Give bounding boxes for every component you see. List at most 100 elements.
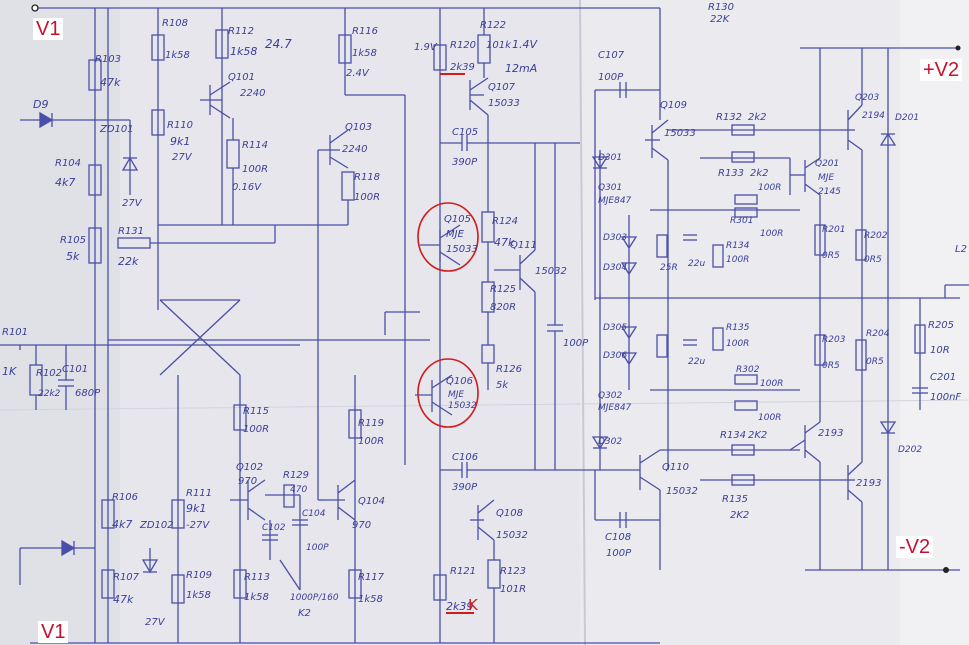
svg-text:22u: 22u (688, 259, 705, 269)
svg-text:47k: 47k (494, 236, 515, 249)
svg-text:390P: 390P (452, 157, 478, 168)
svg-text:1k58: 1k58 (352, 48, 377, 59)
svg-text:820R: 820R (490, 302, 516, 313)
svg-text:970: 970 (238, 476, 257, 487)
svg-text:R122: R122 (480, 20, 506, 31)
svg-text:100R: 100R (758, 183, 781, 193)
component-labels: R103 47k D9 ZD101 R104 4k7 R105 5k R131 … (2, 2, 967, 628)
svg-text:Q111: Q111 (510, 240, 537, 251)
svg-text:R105: R105 (60, 235, 86, 246)
svg-text:R135: R135 (726, 323, 750, 333)
svg-text:D306: D306 (603, 351, 627, 361)
svg-text:R129: R129 (283, 470, 309, 481)
svg-text:Q109: Q109 (660, 100, 687, 111)
svg-text:MJE: MJE (446, 229, 465, 240)
svg-text:0R5: 0R5 (822, 361, 840, 371)
svg-text:9k1: 9k1 (186, 502, 206, 515)
svg-text:15032: 15032 (496, 530, 528, 541)
v2-negative-label: -V2 (896, 536, 934, 558)
svg-text:0R5: 0R5 (822, 251, 840, 261)
svg-text:MJE: MJE (448, 390, 464, 400)
svg-text:R103: R103 (95, 54, 121, 65)
svg-text:Q103: Q103 (345, 122, 372, 133)
svg-text:100P: 100P (563, 338, 589, 349)
wiring (0, 7, 969, 644)
svg-text:100R: 100R (760, 379, 783, 389)
svg-text:C102: C102 (262, 523, 286, 533)
svg-text:R205: R205 (928, 320, 954, 331)
svg-text:Q203: Q203 (855, 93, 880, 103)
svg-text:10R: 10R (930, 345, 950, 356)
svg-text:25R: 25R (660, 263, 678, 273)
svg-text:R112: R112 (228, 26, 254, 37)
svg-text:100nF: 100nF (930, 392, 961, 403)
svg-text:Q105: Q105 (444, 214, 471, 225)
svg-text:C106: C106 (452, 452, 478, 463)
svg-text:R133: R133 (718, 168, 744, 179)
svg-text:Q302: Q302 (598, 391, 623, 401)
svg-text:27V: 27V (172, 152, 193, 163)
svg-text:100R: 100R (358, 436, 384, 447)
svg-text:C108: C108 (605, 532, 631, 543)
svg-text:D202: D202 (898, 445, 922, 455)
svg-text:R113: R113 (244, 572, 270, 583)
svg-text:2240: 2240 (342, 144, 367, 155)
svg-text:R134: R134 (720, 430, 746, 441)
svg-text:C201: C201 (930, 372, 956, 383)
svg-text:680P: 680P (75, 388, 101, 399)
svg-text:101k: 101k (486, 40, 512, 51)
svg-text:R117: R117 (358, 572, 385, 583)
svg-text:22k: 22k (118, 255, 139, 268)
v1-bottom-label: V1 (38, 621, 69, 643)
svg-text:2k39: 2k39 (450, 62, 475, 73)
svg-text:R119: R119 (358, 418, 384, 429)
svg-text:0R5: 0R5 (864, 255, 882, 265)
svg-text:C105: C105 (452, 127, 478, 138)
svg-text:K2: K2 (298, 608, 311, 619)
svg-text:R116: R116 (352, 26, 378, 37)
svg-text:101R: 101R (500, 584, 526, 595)
svg-text:R111: R111 (186, 488, 212, 499)
svg-text:27V: 27V (122, 198, 143, 209)
svg-text:Q106: Q106 (446, 376, 473, 387)
svg-text:100R: 100R (726, 339, 749, 349)
svg-text:Q107: Q107 (488, 82, 516, 93)
svg-text:R131: R131 (118, 226, 144, 237)
svg-text:9k1: 9k1 (170, 135, 190, 148)
svg-text:15033: 15033 (488, 98, 520, 109)
svg-text:C101: C101 (62, 364, 88, 375)
svg-text:ZD102: ZD102 (139, 520, 174, 531)
svg-text:R201: R201 (822, 225, 845, 235)
v2-neg-terminal (943, 567, 949, 573)
svg-text:R120: R120 (450, 40, 476, 51)
svg-text:Q110: Q110 (662, 462, 689, 473)
svg-text:D301: D301 (598, 153, 622, 163)
svg-text:0R5: 0R5 (866, 357, 884, 367)
svg-text:R202: R202 (864, 231, 888, 241)
svg-text:-27V: -27V (186, 520, 210, 531)
svg-text:100P: 100P (598, 72, 624, 83)
svg-text:100P: 100P (606, 548, 632, 559)
svg-text:100R: 100R (242, 164, 268, 175)
svg-text:Q108: Q108 (496, 508, 523, 519)
svg-text:C104: C104 (302, 509, 326, 519)
svg-text:Q301: Q301 (598, 183, 622, 193)
red-annotations (417, 73, 479, 614)
svg-text:R134: R134 (726, 241, 750, 251)
svg-text:0.16V: 0.16V (232, 182, 262, 193)
svg-text:R121: R121 (450, 566, 476, 577)
svg-text:D302: D302 (598, 437, 622, 447)
svg-text:MJE: MJE (818, 173, 834, 183)
svg-text:2K2: 2K2 (748, 430, 767, 441)
svg-text:15033: 15033 (664, 128, 696, 139)
svg-text:1k58: 1k58 (165, 50, 190, 61)
svg-text:15032: 15032 (448, 401, 477, 411)
v2-positive-label: +V2 (920, 59, 963, 81)
svg-text:R135: R135 (722, 494, 748, 505)
svg-text:R123: R123 (500, 566, 526, 577)
svg-text:D303: D303 (603, 233, 627, 243)
svg-text:47k: 47k (113, 593, 134, 606)
svg-text:390P: 390P (452, 482, 478, 493)
svg-text:2k2: 2k2 (750, 168, 769, 179)
